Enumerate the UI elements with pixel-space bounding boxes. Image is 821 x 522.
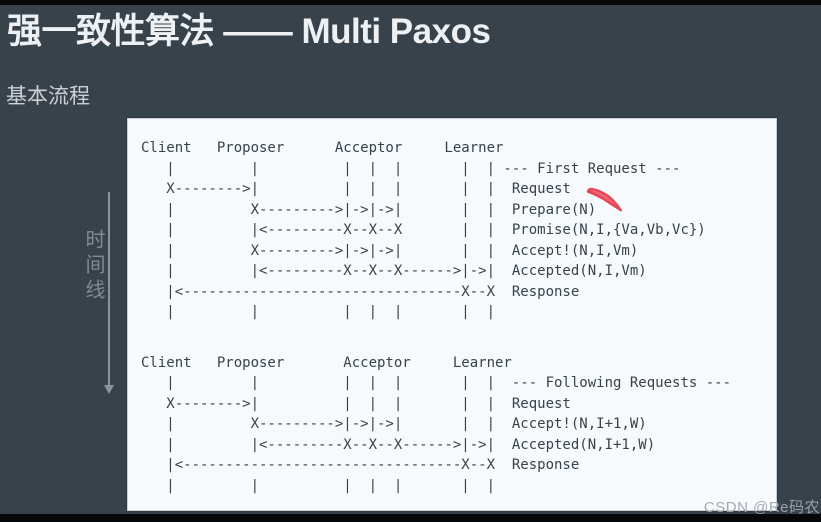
timeline-label: 时间线 [82,229,104,304]
timeline-arrowhead-icon [104,385,114,394]
top-letterbox [0,0,821,5]
sequence-diagram-panel: Client Proposer Acceptor Learner | | | |… [127,118,777,511]
bottom-letterbox [0,514,821,522]
laser-pointer-icon [586,187,623,212]
page-subtitle: 基本流程 [6,84,90,108]
page-title: 强一致性算法 —— Multi Paxos [7,12,491,51]
first-request-diagram: Client Proposer Acceptor Learner | | | |… [141,140,706,320]
watermark: CSDN @Re码农 [703,499,820,516]
following-requests-diagram: Client Proposer Acceptor Learner | | | |… [141,354,732,494]
timeline-arrow [108,192,110,386]
